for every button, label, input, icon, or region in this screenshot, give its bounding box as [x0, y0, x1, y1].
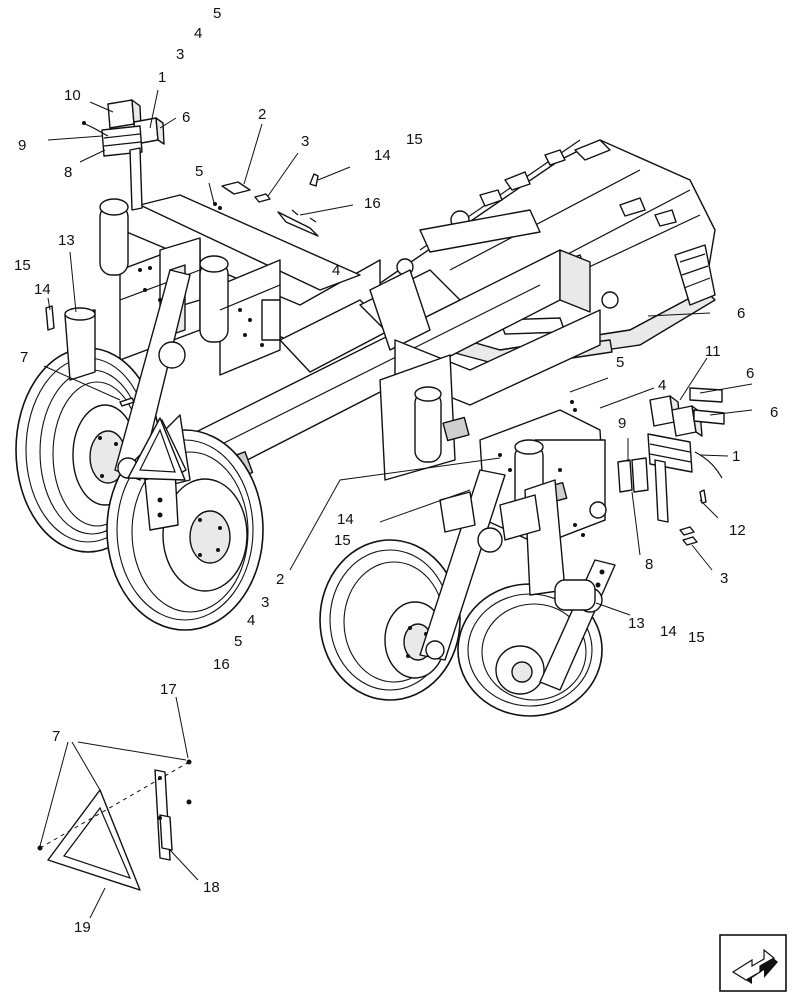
- next-page-arrow-icon[interactable]: [719, 934, 787, 992]
- callout-1: 1: [732, 448, 740, 465]
- callout-2: 2: [258, 106, 266, 123]
- right-warning-light-assembly: [570, 387, 725, 546]
- right-front-gauge-wheel: [457, 583, 603, 717]
- left-warning-light-assembly: [82, 99, 165, 211]
- callout-10: 10: [64, 87, 81, 104]
- callout-3: 3: [301, 133, 309, 150]
- callout-15: 15: [688, 629, 705, 646]
- callout-16: 16: [213, 656, 230, 673]
- callout-15: 15: [14, 257, 31, 274]
- callout-8: 8: [64, 164, 72, 181]
- callout-labels: 5 4 3 1 10 6 9 8 2 3 14 15 5 16 13 15 14…: [14, 5, 778, 936]
- callout-5: 5: [616, 354, 624, 371]
- callout-16: 16: [364, 195, 381, 212]
- callout-13: 13: [58, 232, 75, 249]
- callout-1: 1: [158, 69, 166, 86]
- callout-13: 13: [628, 615, 645, 632]
- callout-14: 14: [337, 511, 354, 528]
- callout-4: 4: [194, 25, 202, 42]
- callout-6: 6: [737, 305, 745, 322]
- callout-9: 9: [18, 137, 26, 154]
- callout-5: 5: [234, 633, 242, 650]
- callout-12: 12: [729, 522, 746, 539]
- callout-11: 11: [705, 343, 721, 360]
- callout-6: 6: [182, 109, 190, 126]
- callout-14: 14: [374, 147, 391, 164]
- right-rear-gauge-wheel: [319, 539, 461, 701]
- callout-7: 7: [52, 728, 60, 745]
- callout-15: 15: [334, 532, 351, 549]
- callout-4: 4: [658, 377, 666, 394]
- callout-6: 6: [770, 404, 778, 421]
- callout-18: 18: [203, 879, 220, 896]
- callout-9: 9: [618, 415, 626, 432]
- callout-5: 5: [213, 5, 221, 22]
- callout-4: 4: [247, 612, 255, 629]
- smv-emblem-mounted: [127, 417, 186, 481]
- callout-17: 17: [160, 681, 177, 698]
- leader-lines: [39, 89, 753, 919]
- callout-14: 14: [34, 281, 51, 298]
- callout-3: 3: [176, 46, 184, 63]
- callout-8: 8: [645, 556, 653, 573]
- upper-bracket-parts: [213, 173, 319, 237]
- callout-14: 14: [660, 623, 677, 640]
- callout-6: 6: [746, 365, 754, 382]
- callout-5: 5: [195, 163, 203, 180]
- smv-emblem-detail: [37, 759, 192, 891]
- left-side-hardware: [45, 305, 135, 407]
- callout-3: 3: [720, 570, 728, 587]
- right-wheel-arms: [419, 469, 616, 691]
- callout-7: 7: [20, 349, 28, 366]
- bolt-pattern-left: [138, 266, 264, 347]
- callout-2: 2: [276, 571, 284, 588]
- callout-4: 4: [332, 262, 340, 279]
- callout-3: 3: [261, 594, 269, 611]
- callout-19: 19: [74, 919, 91, 936]
- callout-15: 15: [406, 131, 423, 148]
